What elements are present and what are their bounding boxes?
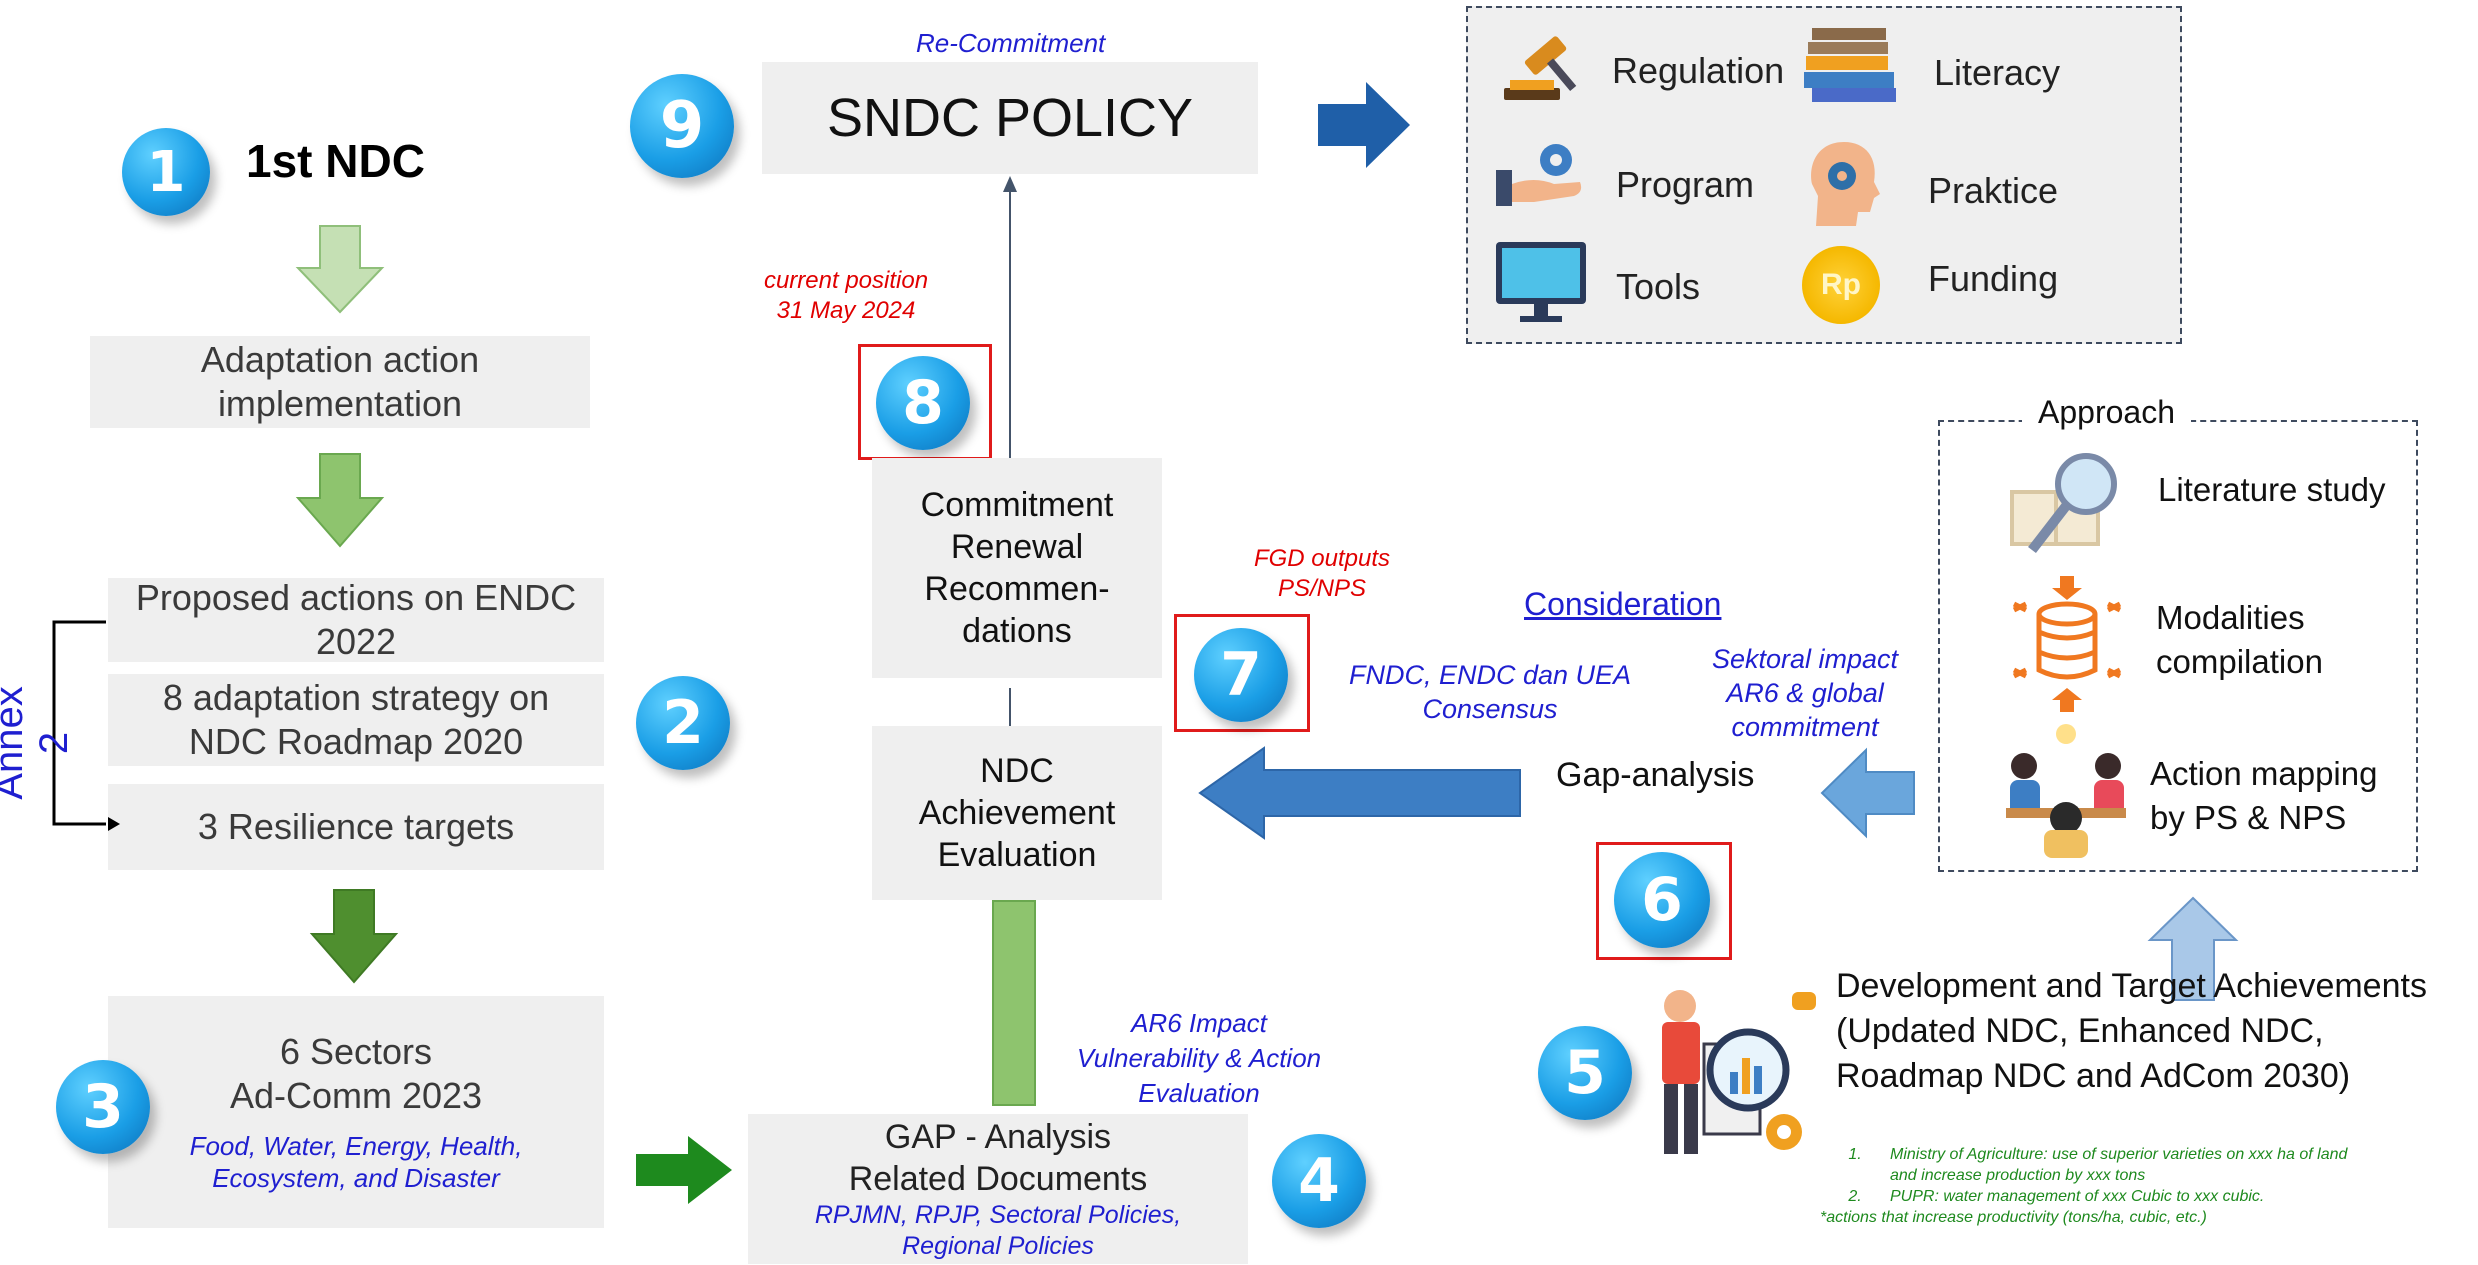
consideration-title: Consideration (1524, 586, 1722, 622)
approach-item-modalities: Modalities compilation (2156, 599, 2323, 680)
funding-label: Funding (1928, 258, 2059, 299)
down-arrow-2 (295, 453, 385, 548)
note-1-number: 1. (1848, 1146, 1862, 1163)
step-7-frame (1174, 614, 1310, 732)
step-4-badge: 4 (1272, 1134, 1366, 1228)
step-5-number: 5 (1564, 1038, 1606, 1108)
step-6-badge: 6 (1614, 852, 1710, 948)
head-gear-icon (1811, 142, 1880, 226)
step-1-badge: 1 (122, 128, 210, 216)
up-arrow-light-blue (2147, 896, 2239, 1001)
fgd-line-2: PS/NPS (1277, 575, 1367, 602)
adaptation-strategy-text: 8 adaptation strategy on NDC Roadmap 202… (162, 677, 550, 762)
fndc-label: FNDC, ENDC dan UEA Consensus (1348, 660, 1632, 724)
step-3-number: 3 (82, 1072, 124, 1142)
tools-label: Tools (1616, 266, 1701, 307)
sndc-policy-text: SNDC POLICY (826, 88, 1194, 148)
fgd-outputs-label: FGD outputs PS/NPS (1232, 544, 1412, 604)
right-arrow-navy (1318, 82, 1410, 168)
first-ndc-title: 1st NDC (246, 135, 425, 187)
current-position-label: current position 31 May 2024 (756, 266, 936, 326)
note-2-text: PUPR: water management of xxx Cubic to x… (1890, 1188, 2265, 1205)
approach-item-literature: Literature study (2158, 471, 2386, 508)
step-1-number: 1 (146, 139, 186, 205)
coin-text: Rp (1821, 268, 1861, 301)
database-icon (2012, 576, 2122, 712)
step-5-badge: 5 (1538, 1026, 1632, 1120)
proposed-actions-box: Proposed actions on ENDC 2022 (108, 577, 604, 662)
step-7-number: 7 (1220, 640, 1262, 710)
gap-analysis-box: GAP - Analysis Related Documents RPJMN, … (748, 1114, 1248, 1264)
development-footnote: *actions that increase productivity (ton… (1820, 1209, 2207, 1226)
analyst-chart-icon (1662, 990, 1816, 1154)
ndc-evaluation-box: NDC Achievement Evaluation (872, 726, 1162, 900)
step-6-number: 6 (1641, 865, 1683, 935)
praktice-label: Praktice (1928, 170, 2059, 211)
adaptation-strategy-box: 8 adaptation strategy on NDC Roadmap 202… (108, 674, 604, 766)
left-arrow-light-blue (1820, 747, 1915, 839)
sndc-policy-box: SNDC POLICY (762, 62, 1258, 174)
meeting-icon (2006, 724, 2126, 858)
left-arrow-blue (1198, 746, 1521, 840)
adaptation-action-box: Adaptation action implementation (90, 336, 590, 428)
up-arrow-thin (1003, 176, 1017, 726)
gap-analysis-subtitle: Related Documents (848, 1160, 1148, 1198)
step-4-number: 4 (1298, 1146, 1340, 1216)
adaptation-action-text: Adaptation action implementation (200, 339, 480, 424)
sectors-list: Food, Water, Energy, Health, Ecosystem, … (189, 1131, 523, 1193)
approach-title: Approach (2022, 392, 2191, 433)
development-notes: 1. Ministry of Agriculture: use of super… (1820, 1144, 2460, 1228)
development-title: Development and Target Achievements (Upd… (1836, 967, 2427, 1095)
sektoral-label: Sektoral impact AR6 & global commitment (1711, 644, 1899, 742)
monitor-icon (1496, 242, 1586, 322)
note-1-continuation: and increase production by xxx tons (1890, 1167, 2146, 1184)
ar6-impact-label: AR6 Impact Vulnerability & Action Evalua… (1076, 1008, 1322, 1108)
down-arrow-3 (309, 889, 399, 984)
step-2-badge: 2 (636, 676, 730, 770)
gap-analysis-title: GAP - Analysis (884, 1118, 1112, 1156)
gap-analysis-label: Gap-analysis (1556, 756, 1755, 794)
proposed-actions-text: Proposed actions on ENDC 2022 (135, 577, 577, 662)
literacy-label: Literacy (1934, 52, 2061, 93)
right-arrow-green (636, 1136, 732, 1204)
adcomm-subtitle: Ad-Comm 2023 (229, 1075, 483, 1116)
annex-label: Annex 2 (0, 686, 76, 800)
current-date-text: 31 May 2024 (776, 297, 916, 324)
book-magnifier-icon (2010, 453, 2117, 554)
approach-item-mapping: Action mapping by PS & NPS (2150, 755, 2378, 836)
regulation-label: Regulation (1612, 50, 1785, 91)
step-3-badge: 3 (56, 1060, 150, 1154)
coin-icon: Rp (1802, 246, 1880, 324)
resilience-targets-box: 3 Resilience targets (108, 784, 604, 870)
hand-gear-icon (1496, 144, 1582, 206)
step-6-frame (1596, 842, 1732, 960)
commitment-renewal-text: Commitment Renewal Recommen-dations (920, 486, 1114, 650)
program-label: Program (1616, 164, 1755, 205)
step-7-badge: 7 (1194, 628, 1288, 722)
note-2-number: 2. (1848, 1188, 1862, 1205)
down-arrow-1 (295, 225, 385, 314)
step-9-number: 9 (659, 89, 705, 163)
recommitment-label: Re-Commitment (916, 28, 1106, 58)
annex-bracket (52, 620, 120, 831)
note-1-text: Ministry of Agriculture: use of superior… (1890, 1146, 2348, 1163)
six-sectors-title: 6 Sectors (279, 1031, 433, 1072)
commitment-renewal-box: Commitment Renewal Recommen-dations (872, 458, 1162, 678)
step-8-number: 8 (902, 368, 944, 438)
step-2-number: 2 (662, 688, 704, 758)
books-icon (1804, 28, 1896, 102)
fgd-line-1: FGD outputs (1253, 545, 1391, 572)
gap-documents: RPJMN, RPJP, Sectoral Policies, Regional… (814, 1201, 1182, 1260)
step-8-badge: 8 (876, 356, 970, 450)
six-sectors-box: 6 Sectors Ad-Comm 2023 Food, Water, Ener… (108, 996, 604, 1228)
step-9-badge: 9 (630, 74, 734, 178)
ndc-evaluation-text: NDC Achievement Evaluation (918, 752, 1116, 874)
gavel-icon (1504, 36, 1577, 100)
resilience-targets-text: 3 Resilience targets (197, 806, 515, 847)
current-position-text: current position (763, 267, 929, 294)
green-connector-bar (992, 900, 1036, 1106)
